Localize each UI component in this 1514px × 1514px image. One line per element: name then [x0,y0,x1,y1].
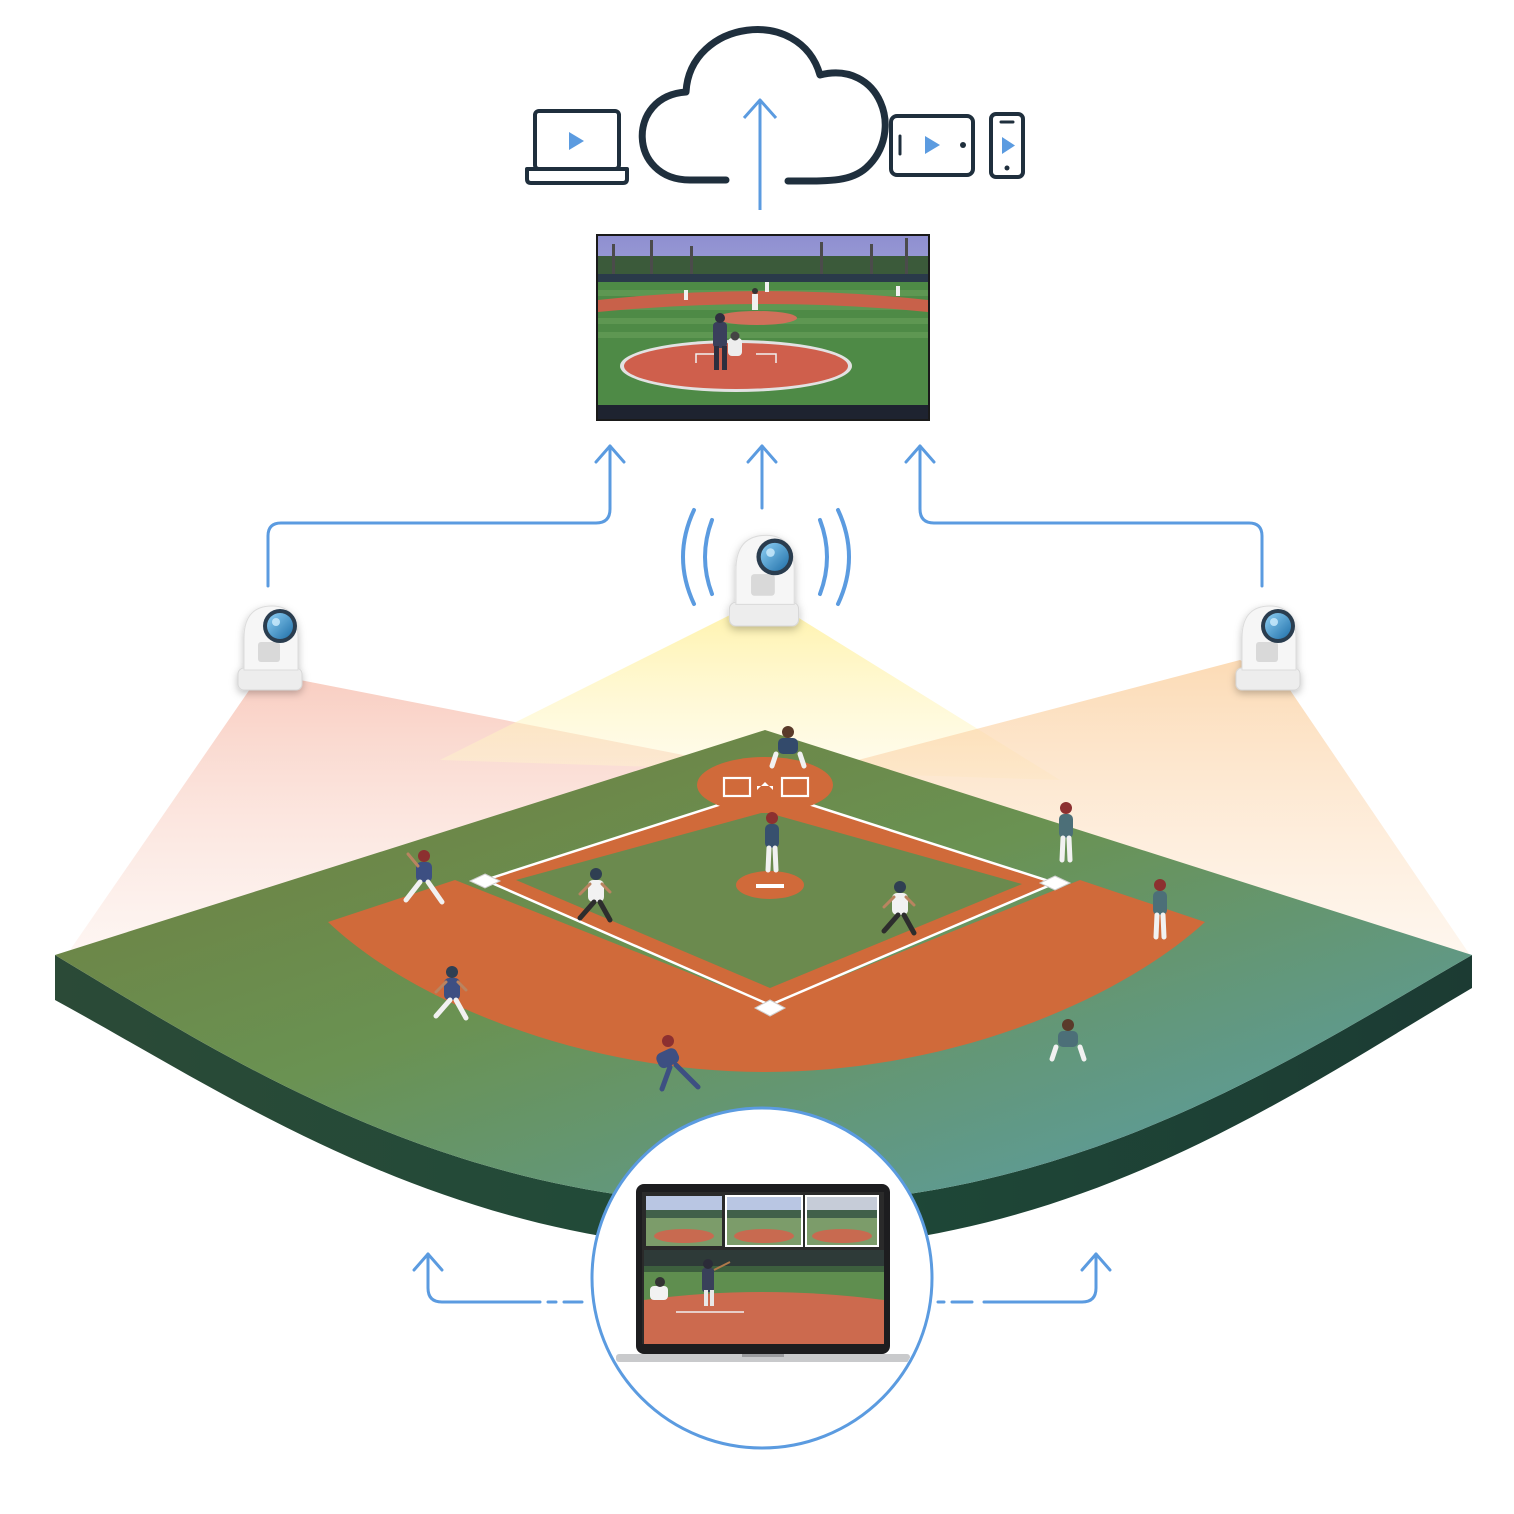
bases [468,873,1072,1017]
camera-beam-left [70,660,760,950]
monitor-trees [598,238,928,278]
laptop-control-arrows [412,1252,1112,1304]
monitor-catcher [728,331,742,356]
wireless-signal-icon [681,508,851,606]
player-pitcher [765,812,779,873]
phone-play-icon [989,112,1025,179]
player-first-baseman [1059,802,1073,863]
cloud-icon [638,26,889,185]
player-left-fielder [656,1035,701,1092]
third-base [468,873,502,889]
second-base [753,999,787,1017]
camera-2-thumbnail [725,1195,803,1247]
pitcher-mound [717,311,797,325]
laptop-play-icon [525,109,629,185]
monitor-fielders [684,282,900,300]
monitor-batter [713,313,727,370]
player-shortstop [433,966,469,1021]
ptz-camera-icon [1235,605,1301,691]
monitor-foreground-rail [598,405,928,419]
monitor-pitcher [752,288,758,310]
control-laptop-circle [590,1106,934,1450]
main-program-view [644,1250,884,1344]
pitching-rubber [756,884,784,888]
player-third-baseman [403,850,445,905]
camera-1-thumbnail [646,1196,722,1246]
first-base [1038,875,1072,891]
player-catcher [769,726,807,769]
infield-dirt [328,880,1205,1072]
outfield-wall [598,274,928,282]
home-plate [757,782,773,790]
players [403,726,1167,1092]
laptop-batter [702,1259,731,1306]
laptop-catcher [650,1277,668,1300]
player-runner-right [881,881,917,936]
broadcast-view [598,236,928,419]
cameras [237,534,1301,691]
feed-arrows-to-monitor [266,444,1264,588]
player-right-fielder [1049,1019,1087,1062]
camera-beam-right [820,660,1470,955]
player-runner-left [577,868,613,923]
camera-beam-center [440,610,1060,780]
camera-3-thumbnail [805,1195,879,1247]
home-plate-dirt [624,343,848,389]
batters-boxes [722,776,810,798]
upload-arrow [742,98,778,210]
warning-track [598,291,928,312]
laptop-base [616,1354,910,1362]
tablet-play-icon [889,114,975,177]
player-second-baseman [1153,879,1167,940]
broadcast-monitor [596,234,930,421]
ptz-camera-icon [237,605,303,691]
ptz-camera-icon [728,534,800,627]
field-slab-side [55,955,1472,1250]
